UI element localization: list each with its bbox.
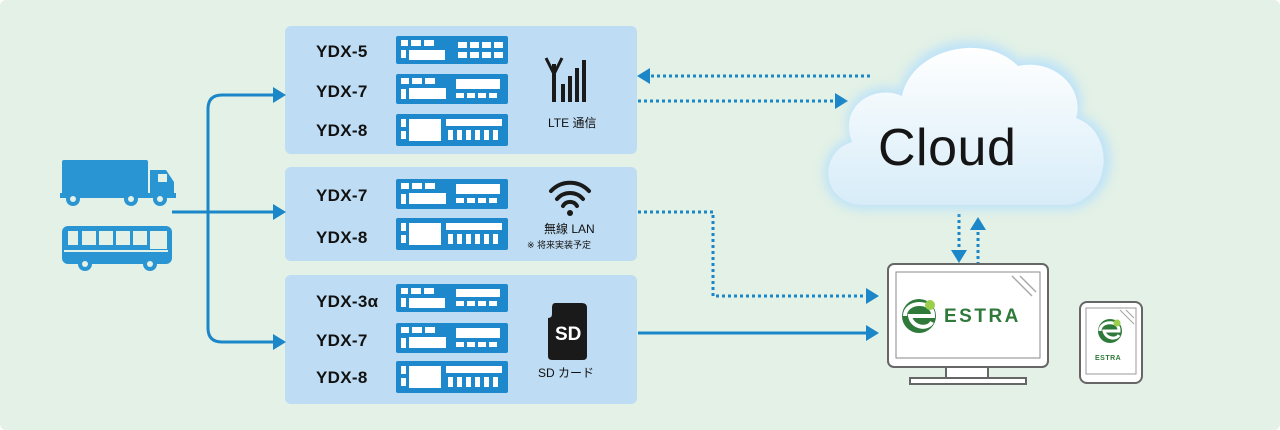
comm-label-lte: LTE 通信 xyxy=(548,116,597,130)
arrowheads-to-panels xyxy=(273,87,286,350)
device-unit-ydx3a xyxy=(396,284,508,312)
wifi-icon xyxy=(549,180,591,216)
model-label: YDX-5 xyxy=(316,42,368,61)
device-unit-ydx8 xyxy=(396,361,508,393)
estra-tablet-label: ESTRA xyxy=(1095,355,1122,362)
bus-icon xyxy=(62,226,172,271)
cloud-label: Cloud xyxy=(878,119,1017,177)
device-unit-ydx8 xyxy=(396,114,508,146)
dotted-connectors xyxy=(638,74,980,298)
cloud-shape xyxy=(823,40,1111,210)
tablet-icon xyxy=(1079,301,1143,384)
group-panel-wlan xyxy=(285,167,637,261)
model-label: YDX-8 xyxy=(316,121,368,140)
device-units xyxy=(396,36,508,393)
sd-card-text: SD xyxy=(555,324,582,345)
connector-arrowheads xyxy=(637,68,986,304)
sd-transfer-arrow xyxy=(638,325,879,341)
device-unit-ydx5 xyxy=(396,36,508,64)
model-label: YDX-7 xyxy=(316,331,368,350)
comm-note-wlan: ※ 将来実装予定 xyxy=(527,240,592,250)
model-label: YDX-3α xyxy=(316,292,379,311)
comm-label-sd: SD カード xyxy=(538,366,595,380)
device-unit-ydx8 xyxy=(396,218,508,250)
vehicle-branch-arrows xyxy=(172,93,276,344)
model-label: YDX-7 xyxy=(316,82,368,101)
model-label: YDX-8 xyxy=(316,228,368,247)
estra-logo-icon xyxy=(902,299,936,333)
device-unit-ydx7 xyxy=(396,323,508,353)
model-label: YDX-8 xyxy=(316,368,368,387)
comm-label-wlan: 無線 LAN xyxy=(544,222,595,236)
truck-icon xyxy=(60,160,176,206)
model-label: YDX-7 xyxy=(316,186,368,205)
antenna-signal-icon xyxy=(544,57,586,102)
device-unit-ydx7 xyxy=(396,179,508,209)
device-unit-ydx7 xyxy=(396,74,508,104)
estra-monitor-label: ESTRA xyxy=(944,306,1021,327)
sd-card-icon xyxy=(548,303,587,360)
monitor-icon xyxy=(887,263,1049,385)
